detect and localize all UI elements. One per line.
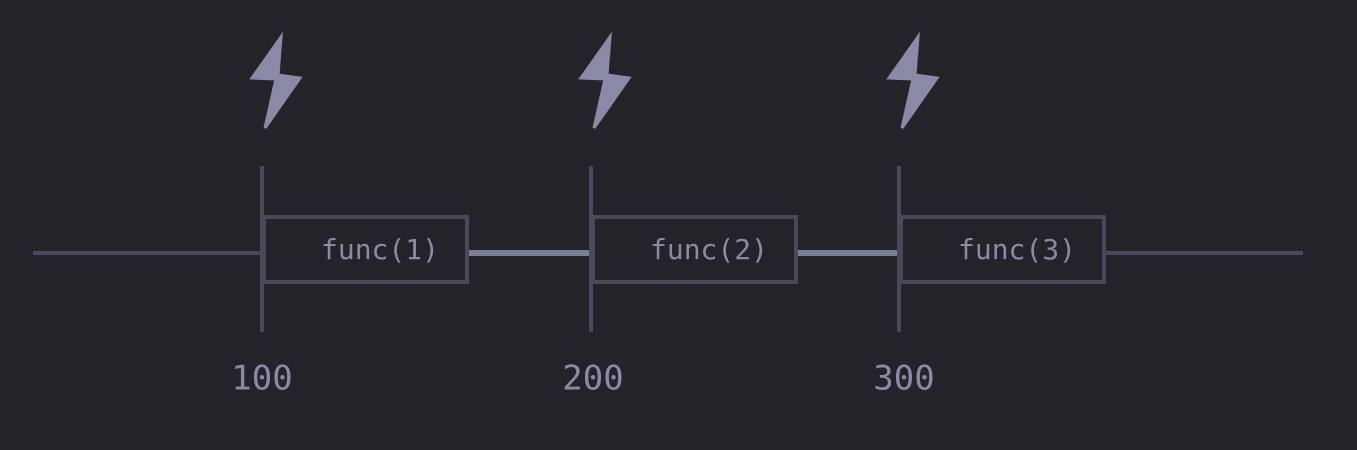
timeline-event: func(3) 300 — [873, 35, 1106, 399]
function-call-box — [262, 215, 469, 284]
tick-label: 200 — [562, 359, 623, 399]
timeline-event: func(1) 100 — [231, 35, 469, 399]
lightning-bolt-icon — [579, 35, 631, 130]
timeline-event: func(2) 200 — [562, 35, 798, 399]
tick-label: 300 — [873, 359, 934, 399]
function-call-box — [591, 215, 798, 284]
function-call-label: func(1) — [321, 233, 439, 266]
function-call-box — [899, 215, 1106, 284]
function-call-label: func(3) — [958, 233, 1076, 266]
lightning-bolt-icon — [250, 35, 302, 130]
lightning-bolt-icon — [887, 35, 939, 130]
tick-label: 100 — [231, 359, 292, 399]
function-call-label: func(2) — [650, 233, 768, 266]
